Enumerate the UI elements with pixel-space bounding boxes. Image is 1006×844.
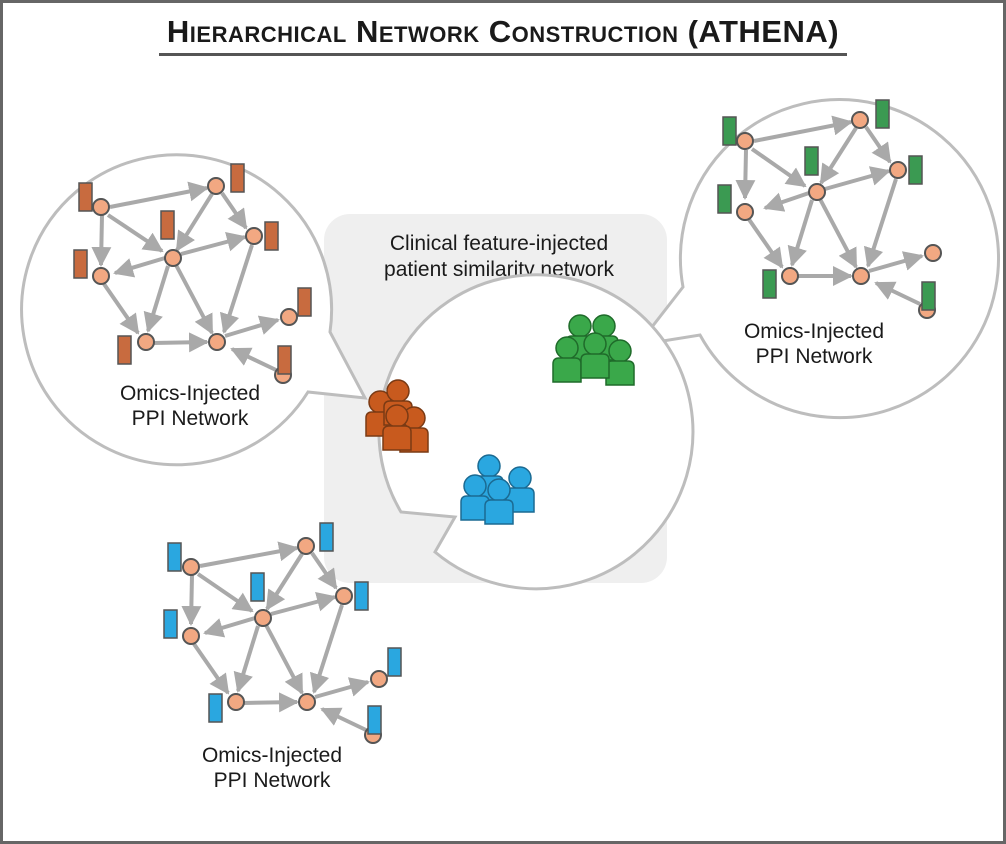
right-network-label-line-2: PPI Network xyxy=(756,345,873,368)
right-ppi-network xyxy=(717,99,942,319)
title-container: Hierarchical Network Construction (ATHEN… xyxy=(0,14,1006,56)
right-network-label-line-1: Omics-Injected xyxy=(744,320,884,343)
left-network-label-line-2: PPI Network xyxy=(132,407,249,430)
figure-title: Hierarchical Network Construction (ATHEN… xyxy=(158,14,848,56)
bottom-network-label-line-1: Omics-Injected xyxy=(202,744,342,767)
left-network-label-line-1: Omics-Injected xyxy=(120,382,260,405)
left-ppi-network xyxy=(73,163,312,384)
center-label-line-1: Clinical feature-injected xyxy=(390,232,608,255)
bottom-network-label-line-2: PPI Network xyxy=(214,769,331,792)
left-network-bubble xyxy=(20,153,368,467)
bottom-ppi-network xyxy=(163,522,402,744)
